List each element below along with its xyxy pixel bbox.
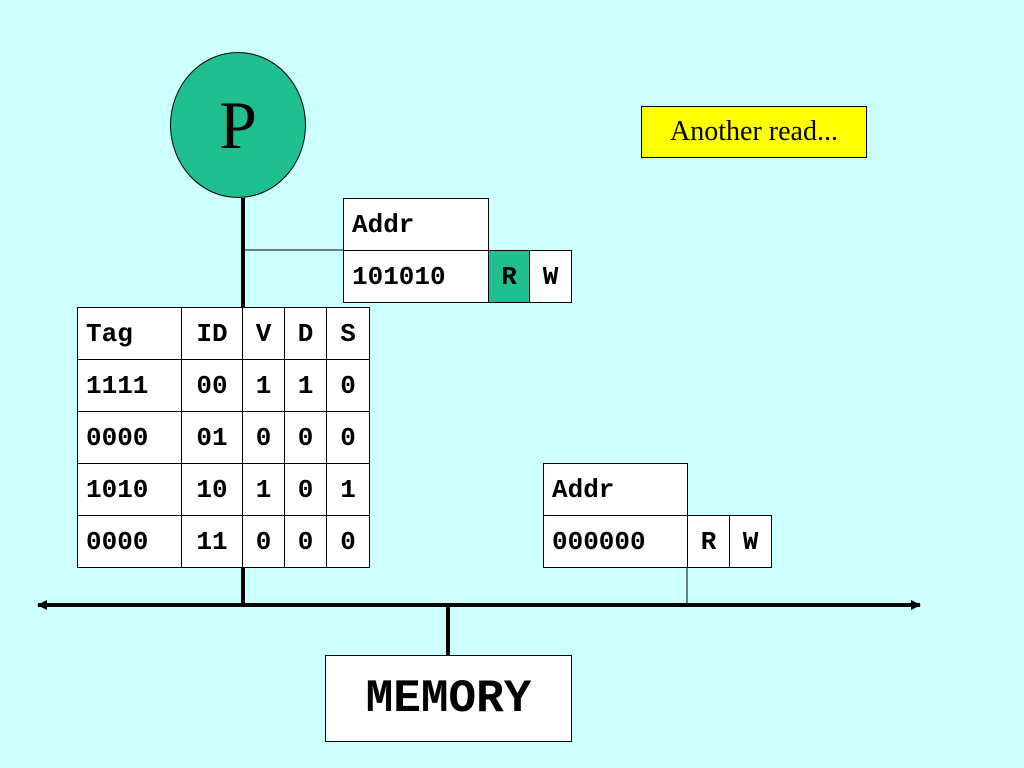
cache-row-2-tag: 1010 bbox=[77, 463, 182, 516]
cache-header-v: V bbox=[242, 307, 285, 360]
cache-row-0-tag: 1111 bbox=[77, 359, 182, 412]
cache-row-2-d: 0 bbox=[284, 463, 327, 516]
request-addr-label: Addr bbox=[343, 198, 489, 251]
cache-header-s: S bbox=[326, 307, 370, 360]
cache-row-1-id: 01 bbox=[181, 411, 243, 464]
cache-row-3-s: 0 bbox=[326, 515, 370, 568]
cache-row-3-v: 0 bbox=[242, 515, 285, 568]
bus-write-flag: W bbox=[729, 515, 772, 568]
processor-node: P bbox=[170, 52, 306, 198]
cache-row-0-d: 1 bbox=[284, 359, 327, 412]
cache-row-2-id: 10 bbox=[181, 463, 243, 516]
cache-header-d: D bbox=[284, 307, 327, 360]
cache-row-3-id: 11 bbox=[181, 515, 243, 568]
annotation-note-text: Another read... bbox=[670, 116, 838, 147]
cache-row-2-s: 1 bbox=[326, 463, 370, 516]
cache-row-1-d: 0 bbox=[284, 411, 327, 464]
bus-read-flag: R bbox=[687, 515, 730, 568]
cache-row-0-id: 00 bbox=[181, 359, 243, 412]
cache-header-tag: Tag bbox=[77, 307, 182, 360]
cache-row-2-v: 1 bbox=[242, 463, 285, 516]
cache-row-1-v: 0 bbox=[242, 411, 285, 464]
memory-label: MEMORY bbox=[365, 672, 532, 725]
bus-addr-label: Addr bbox=[543, 463, 688, 516]
request-write-flag: W bbox=[529, 250, 572, 303]
request-addr-value: 101010 bbox=[343, 250, 489, 303]
cache-header-id: ID bbox=[181, 307, 243, 360]
cache-row-1-tag: 0000 bbox=[77, 411, 182, 464]
bus-addr-value: 000000 bbox=[543, 515, 688, 568]
processor-label: P bbox=[219, 86, 257, 163]
annotation-note: Another read... bbox=[641, 106, 867, 158]
memory-block: MEMORY bbox=[325, 655, 572, 742]
cache-row-0-v: 1 bbox=[242, 359, 285, 412]
cache-row-3-tag: 0000 bbox=[77, 515, 182, 568]
cache-row-3-d: 0 bbox=[284, 515, 327, 568]
cache-row-0-s: 0 bbox=[326, 359, 370, 412]
request-read-flag: R bbox=[488, 250, 530, 303]
cache-row-1-s: 0 bbox=[326, 411, 370, 464]
